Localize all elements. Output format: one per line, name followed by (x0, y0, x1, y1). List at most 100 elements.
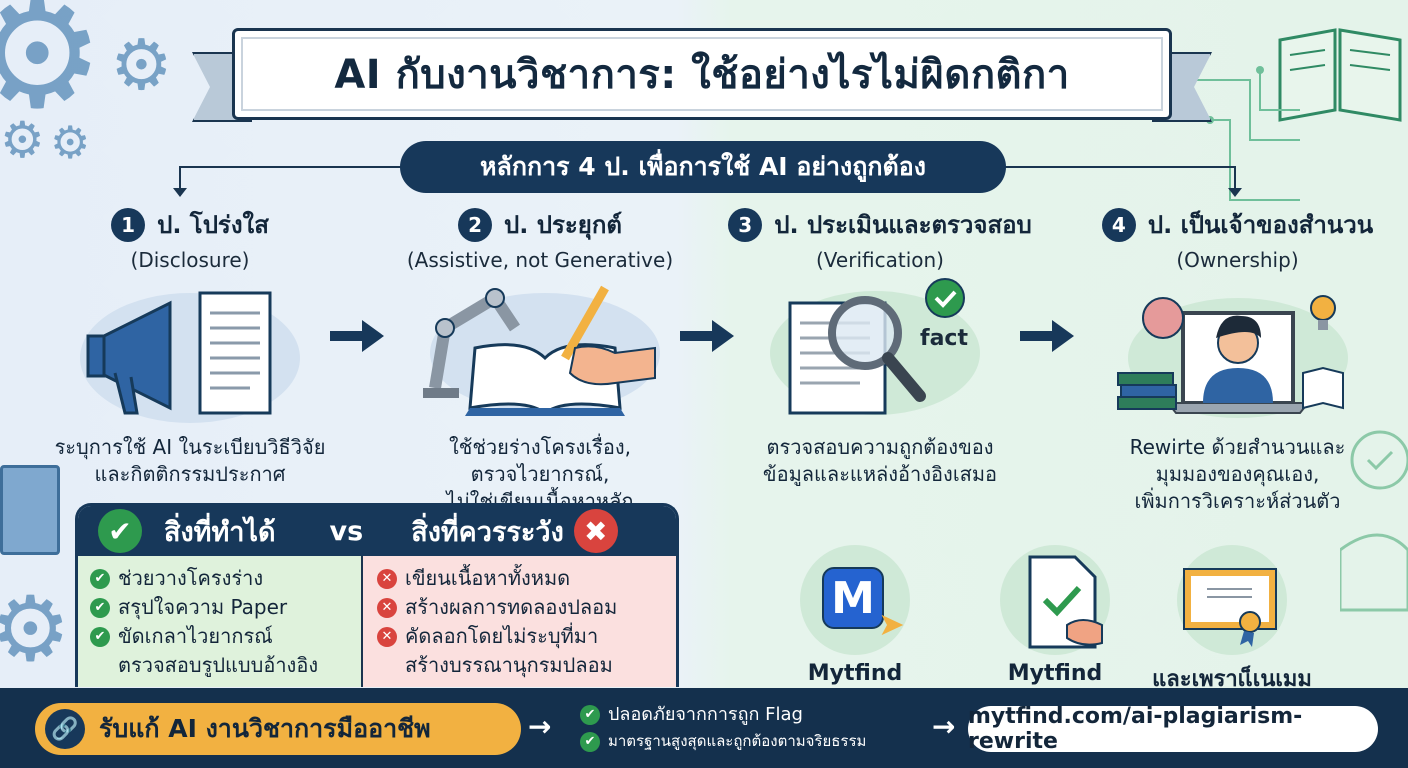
do-list: ✔ ช่วยวางโครงร่าง ✔ สรุปใจความ Paper ✔ ขัดเ… (78, 556, 363, 687)
arrow-right-icon (1020, 320, 1074, 352)
gear-icon: ⚙ (0, 577, 71, 682)
step-number: 2 (458, 207, 493, 242)
badge-document-check: Mytfind (975, 545, 1135, 686)
arrow-right-icon (330, 320, 384, 352)
badge-label: Mytfind (1007, 661, 1103, 686)
page-title: AI กับงานวิชาการ: ใช้อย่างไรไม่ผิดกติกา (334, 52, 1070, 98)
connector-line (179, 166, 181, 190)
footer-checks: ✔ ปลอดภัยจากการถูก Flag ✔ มาตรฐานสูงสุดและ… (580, 701, 866, 755)
principle-disclosure: 1 ป. โปร่งใส (Disclosure) ระบุการใช้ AI ใ… (30, 205, 350, 488)
dont-list: ✕ เขียนเนื้อหาทั้งหมด ✕สร้างผลการทดลองปลอ… (363, 556, 676, 687)
cta-label: รับแก้ AI งานวิชาการมืออาชีพ (99, 714, 431, 743)
robot-arm-book-icon (415, 278, 665, 428)
gear-icon: ⚙ (0, 0, 105, 142)
step-number: 3 (728, 207, 763, 242)
arrow-down-icon (1228, 188, 1242, 204)
principle-description: ตรวจสอบความถูกต้องของ (766, 435, 994, 459)
dont-item: ✕สร้างผลการทดลองปลอม (377, 593, 662, 622)
cross-icon: ✕ (377, 568, 397, 589)
dont-title: สิ่งที่ควรระวัง (411, 516, 564, 548)
gear-icon: ⚙ (50, 116, 91, 169)
do-title: สิ่งที่ทำได้ (164, 516, 276, 548)
check-icon: ✔ (580, 731, 600, 752)
do-item: ✔ ขัดเกลาไวยากรณ์ (90, 622, 349, 651)
dont-item-text: เขียนเนื้อหาทั้งหมด (405, 566, 571, 590)
principle-ownership: 4 ป. เป็นเจ้าของสำนวน (Ownership) Rewirte… (1065, 205, 1408, 515)
footer-check-text: ปลอดภัยจากการถูก Flag (608, 704, 803, 725)
principle-description: และกิตติกรรมประกาศ (94, 462, 286, 486)
certificate-icon (1183, 568, 1277, 647)
principle-description: ใช้ช่วยร่างโครงเรื่อง, (449, 435, 631, 459)
footer-check-item: ✔ มาตรฐานสูงสุดและถูกต้องตามจริยธรรม (580, 728, 866, 755)
person-laptop-icon (1113, 278, 1363, 428)
badge-mytfind: M➤ Mytfind (775, 545, 935, 686)
cross-icon: ✕ (377, 597, 397, 618)
book-icon (0, 465, 60, 555)
principle-english: (Disclosure) (130, 248, 250, 272)
arrow-right-icon: → (932, 710, 956, 743)
gear-icon: ⚙ (110, 24, 173, 106)
check-icon: ✔ (98, 509, 142, 553)
magnifier-fact-icon: fact (770, 278, 990, 428)
badge-certificate: และเพราเเ็เนเมม (1152, 545, 1312, 696)
cursor-icon: ➤ (878, 605, 905, 643)
title-banner: AI กับงานวิชาการ: ใช้อย่างไรไม่ผิดกติกา (232, 28, 1172, 120)
dont-item-text: สร้างบรรณานุกรมปลอม (405, 653, 613, 677)
principle-description: Rewirte ด้วยสำนวนและ (1129, 435, 1346, 459)
principle-description: ระบุการใช้ AI ในระเบียบวิธีวิจัย (54, 435, 326, 459)
gear-icon: ⚙ (0, 111, 45, 169)
arrow-right-icon (680, 320, 734, 352)
principle-description: ตรวจไวยากรณ์, (470, 462, 610, 486)
principle-english: (Verification) (816, 248, 944, 272)
cross-icon: ✖ (573, 509, 618, 553)
step-number: 1 (111, 207, 146, 242)
dont-item-text: คัดลอกโดยไม่ระบุที่มา (405, 624, 599, 648)
dont-item: ✕ คัดลอกโดยไม่ระบุที่มา (377, 622, 662, 651)
dont-item: สร้างบรรณานุกรมปลอม (377, 651, 662, 680)
do-item-text: ขัดเกลาไวยากรณ์ (118, 624, 273, 648)
step-number: 4 (1101, 207, 1136, 242)
principle-description: เพิ่มการวิเคราะห์ส่วนตัว (1134, 489, 1341, 513)
badge-label: Mytfind (807, 661, 903, 686)
principle-title: ป. ประเมินและตรวจสอบ (774, 211, 1032, 239)
megaphone-document-icon (80, 278, 300, 428)
link-icon: 🔗 (45, 709, 85, 749)
vs-label: vs (329, 515, 364, 547)
connector-line (180, 166, 402, 168)
arrow-down-icon (173, 188, 187, 204)
principle-english: (Ownership) (1176, 248, 1299, 272)
connector-line (1004, 166, 1236, 168)
principle-description: มุมมองของคุณเอง, (1155, 462, 1320, 486)
principle-english: (Assistive, not Generative) (406, 248, 674, 272)
cta-button[interactable]: 🔗 รับแก้ AI งานวิชาการมืออาชีพ (35, 703, 521, 755)
principle-verification: 3 ป. ประเมินและตรวจสอบ (Verification) fac… (710, 205, 1050, 488)
cross-icon: ✕ (377, 626, 397, 647)
open-book-icon (1278, 28, 1402, 122)
chat-check-decoration-icon (1340, 430, 1408, 612)
principle-title: ป. เป็นเจ้าของสำนวน (1147, 211, 1374, 239)
arrow-right-icon: → (528, 710, 552, 743)
website-link[interactable]: mytfind.com/ai-plagiarism-rewrite (968, 704, 1378, 754)
do-item: ✔ สรุปใจความ Paper (90, 593, 349, 622)
circuit-decoration-icon (1190, 66, 1300, 201)
principle-title: ป. โปร่งใส (157, 211, 269, 239)
fact-label: fact (920, 326, 968, 351)
check-icon: ✔ (580, 704, 600, 725)
dont-item: ✕ เขียนเนื้อหาทั้งหมด (377, 564, 662, 593)
connector-line (1234, 166, 1236, 190)
document-check-handshake-icon (1028, 555, 1103, 649)
do-item: ตรวจสอบรูปแบบอ้างอิง (90, 651, 349, 680)
check-icon: ✔ (90, 597, 110, 618)
principle-description: ข้อมูลและแหล่งอ้างอิงเสมอ (762, 462, 998, 486)
footer-check-item: ✔ ปลอดภัยจากการถูก Flag (580, 701, 866, 728)
check-icon: ✔ (90, 626, 110, 647)
do-item-text: ตรวจสอบรูปแบบอ้างอิง (118, 653, 319, 677)
mytfind-logo-icon: M (822, 567, 884, 629)
check-icon: ✔ (90, 568, 110, 589)
do-vs-dont-panel: ✔ สิ่งที่ทำได้ vs สิ่งที่ควรระวัง ✖ ✔ ช่ว… (75, 503, 679, 687)
footer-check-text: มาตรฐานสูงสุดและถูกต้องตามจริยธรรม (608, 732, 867, 750)
badge-label: และเพราเเ็เนเมม (1152, 667, 1312, 692)
do-item-text: ช่วยวางโครงร่าง (118, 566, 264, 590)
do-item-text: สรุปใจความ Paper (118, 595, 288, 619)
